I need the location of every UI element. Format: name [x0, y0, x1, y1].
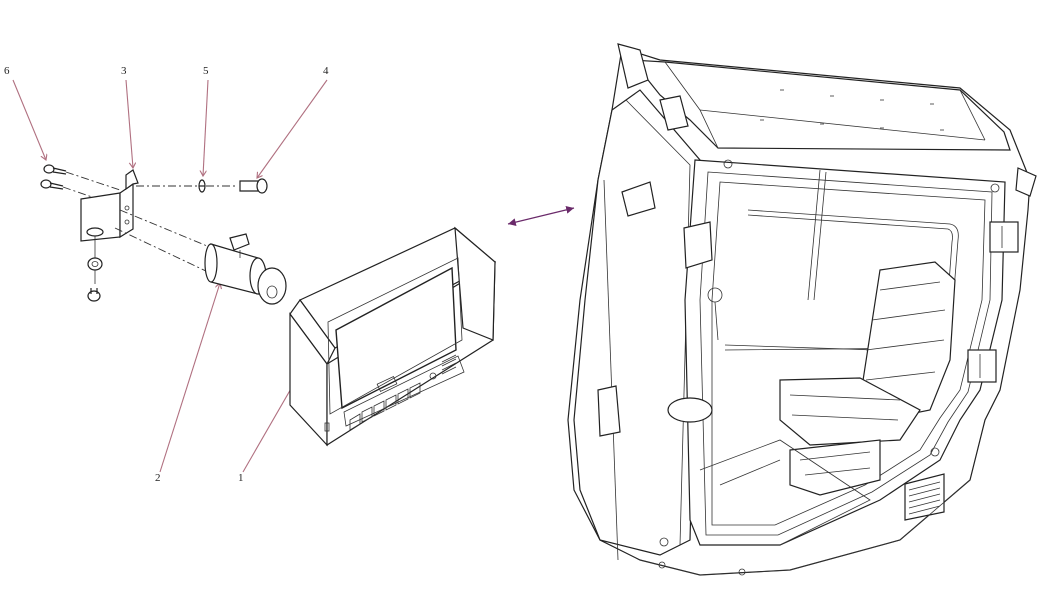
monitor-vent	[441, 354, 457, 375]
steering-knob	[667, 397, 713, 423]
washer	[198, 179, 238, 193]
side-mirror	[683, 221, 713, 269]
roof-rivets	[760, 89, 944, 131]
pin	[239, 178, 268, 194]
bracket-fastener	[86, 227, 104, 302]
callout-6: 6	[4, 65, 10, 77]
leader-2	[159, 283, 220, 473]
callout-4: 4	[323, 65, 329, 77]
callout-2: 2	[155, 472, 161, 484]
operator-seat	[779, 261, 956, 496]
ball-joint-mount	[114, 209, 287, 305]
operator-cab	[567, 43, 1037, 576]
callout-5: 5	[203, 65, 209, 77]
hinge-lower	[967, 349, 997, 383]
leader-6	[12, 79, 46, 160]
callout-1: 1	[238, 472, 244, 484]
leader-5	[203, 79, 209, 176]
leader-1	[242, 380, 296, 473]
monitor-display-unit	[289, 226, 497, 447]
side-vent	[904, 473, 945, 521]
leader-4	[257, 79, 328, 178]
assembly-direction-arrow	[507, 206, 575, 226]
cab-light	[621, 181, 656, 217]
callout-labels: 6 3 5 4 2 1	[4, 65, 329, 484]
screws	[40, 164, 121, 206]
hinge-upper	[989, 221, 1019, 253]
leader-lines	[12, 79, 328, 473]
monitor-screen	[335, 266, 457, 410]
leader-3	[125, 79, 133, 168]
screw-lower	[40, 179, 64, 190]
callout-3: 3	[121, 65, 127, 77]
screw-upper	[43, 164, 67, 175]
